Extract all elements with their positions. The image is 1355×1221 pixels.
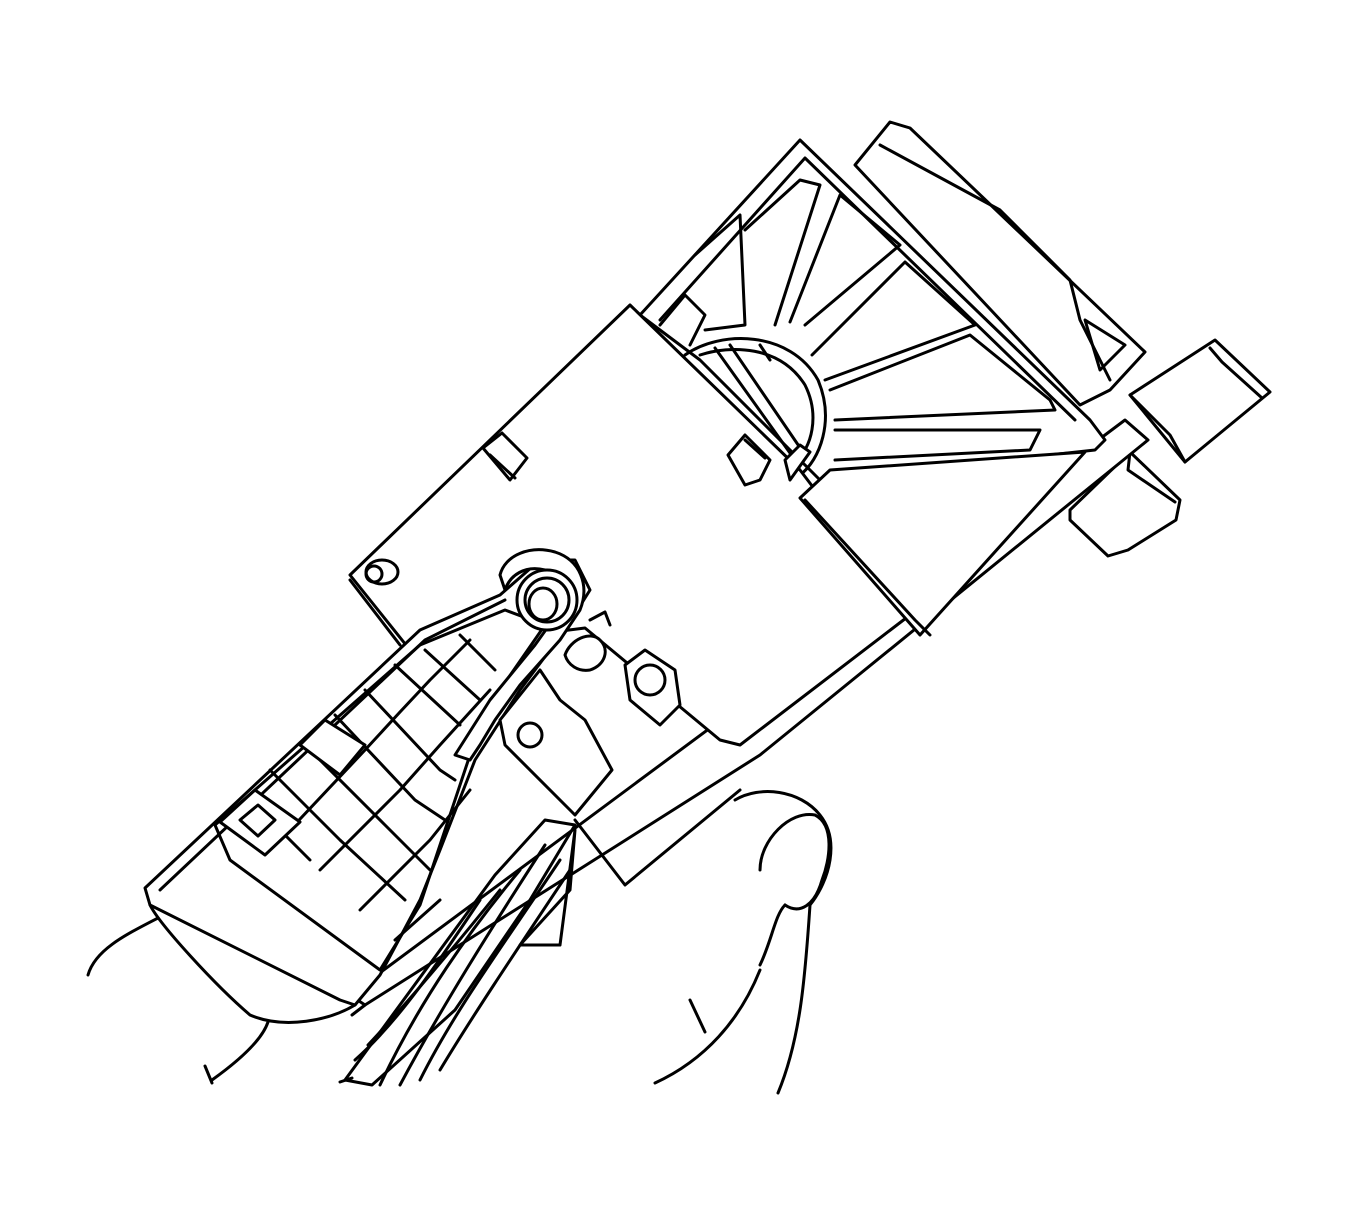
hand-right-finger	[653, 790, 833, 1095]
pivot-eye	[453, 548, 586, 762]
lower-housing	[518, 788, 742, 947]
hand-left	[86, 903, 357, 1085]
cover-plate	[498, 610, 682, 817]
wire-harness	[338, 818, 577, 1087]
rail-connector	[1068, 338, 1272, 558]
fan-rib-section	[638, 120, 1147, 482]
